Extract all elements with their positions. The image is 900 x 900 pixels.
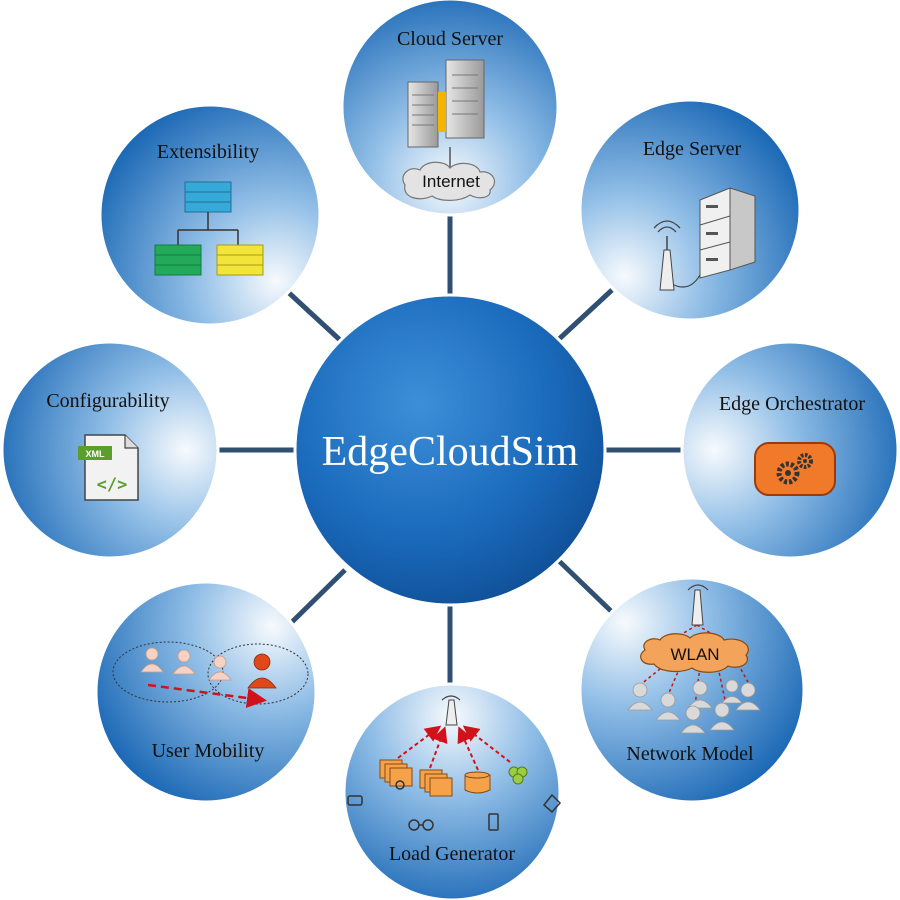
network-model-label: Network Model [626,743,754,765]
xml-label: XML [86,449,106,459]
class-hierarchy-icon [154,181,264,276]
node-extensibility: Extensibility [98,103,322,327]
svg-text:</>: </> [97,475,128,495]
node-network-model: WLAN Network Model [578,576,806,804]
connector-edge-server [556,288,614,342]
wlan-network-icon: WLAN [627,584,761,734]
node-edge-server: Edge Server [578,98,802,322]
center-circle [293,293,607,607]
user-mobility-label: User Mobility [152,740,265,762]
load-generator-icon [347,695,562,831]
internet-cloud-icon: Internet [402,161,495,201]
server-rack-icon [407,59,485,170]
connector-network-model [556,558,614,614]
center-label: EdgeCloudSim [322,429,579,475]
node-configurability: Configurability XML </> [0,340,220,560]
configurability-label: Configurability [46,390,169,412]
edge-server-icon [653,187,756,291]
connector-user-mobility [290,568,347,624]
cloud-server-label: Cloud Server [397,28,503,50]
xml-file-icon: XML </> [78,434,139,501]
node-edge-orchestrator: Edge Orchestrator [680,340,900,560]
edge-server-label: Edge Server [643,138,742,160]
load-generator-label: Load Generator [389,843,515,865]
extensibility-circle [98,103,322,327]
edge-orchestrator-label: Edge Orchestrator [719,393,865,415]
edge-server-circle [578,98,802,322]
wlan-label: WLAN [670,645,719,664]
network-model-circle [578,576,806,804]
connectors [218,215,682,685]
node-cloud-server: Cloud Server Internet [340,0,560,217]
gears-icon [754,442,836,496]
extensibility-label: Extensibility [157,141,259,163]
center-node: EdgeCloudSim [293,293,607,607]
node-load-generator: Load Generator [342,682,562,900]
node-user-mobility: User Mobility [94,580,318,804]
connector-extensibility [286,290,342,342]
internet-label: Internet [422,172,480,191]
user-mobility-icon [112,641,309,708]
